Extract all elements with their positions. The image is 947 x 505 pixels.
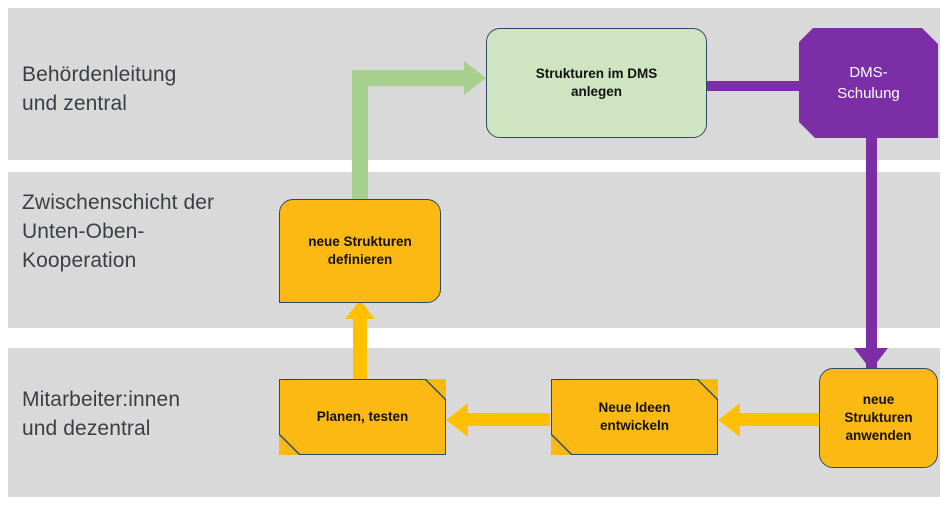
- node-planen-testen[interactable]: Planen, testen: [279, 379, 446, 455]
- arrowhead-definieren-to-anlegen: [464, 61, 486, 95]
- swimlane-band-zwischenschicht: [8, 172, 940, 328]
- connector-definieren-to-anlegen-vertical: [352, 70, 368, 206]
- arrowhead-schulung-to-anwenden: [854, 348, 888, 370]
- swimlane-label-zwischenschicht: Zwischenschicht der Unten-Oben- Kooperat…: [22, 191, 215, 272]
- swimlane-label-behoerdenleitung: Behördenleitung und zentral: [22, 63, 177, 115]
- connector-ideen-to-planen: [468, 413, 550, 426]
- node-dms-schulung[interactable]: DMS- Schulung: [799, 28, 938, 138]
- swimlane-label-mitarbeiter: Mitarbeiter:innen und dezentral: [22, 388, 181, 440]
- connector-schulung-to-anwenden: [866, 138, 877, 370]
- node-neue-ideen-entwickeln[interactable]: Neue Ideen entwickeln: [551, 379, 718, 455]
- connector-definieren-to-anlegen-horizontal: [352, 70, 468, 86]
- arrowhead-ideen-to-planen: [446, 403, 468, 437]
- arrowhead-planen-to-definieren: [345, 300, 375, 319]
- arrowhead-anwenden-to-ideen: [718, 403, 740, 437]
- node-neue-strukturen-definieren[interactable]: neue Strukturen definieren: [279, 199, 441, 303]
- node-neue-strukturen-anwenden[interactable]: neue Strukturen anwenden: [819, 368, 938, 468]
- connector-schulung-to-anlegen: [700, 81, 818, 91]
- connector-anwenden-to-ideen: [740, 413, 820, 426]
- connector-planen-to-definieren: [353, 310, 367, 382]
- node-strukturen-im-dms-anlegen[interactable]: Strukturen im DMS anlegen: [486, 28, 707, 138]
